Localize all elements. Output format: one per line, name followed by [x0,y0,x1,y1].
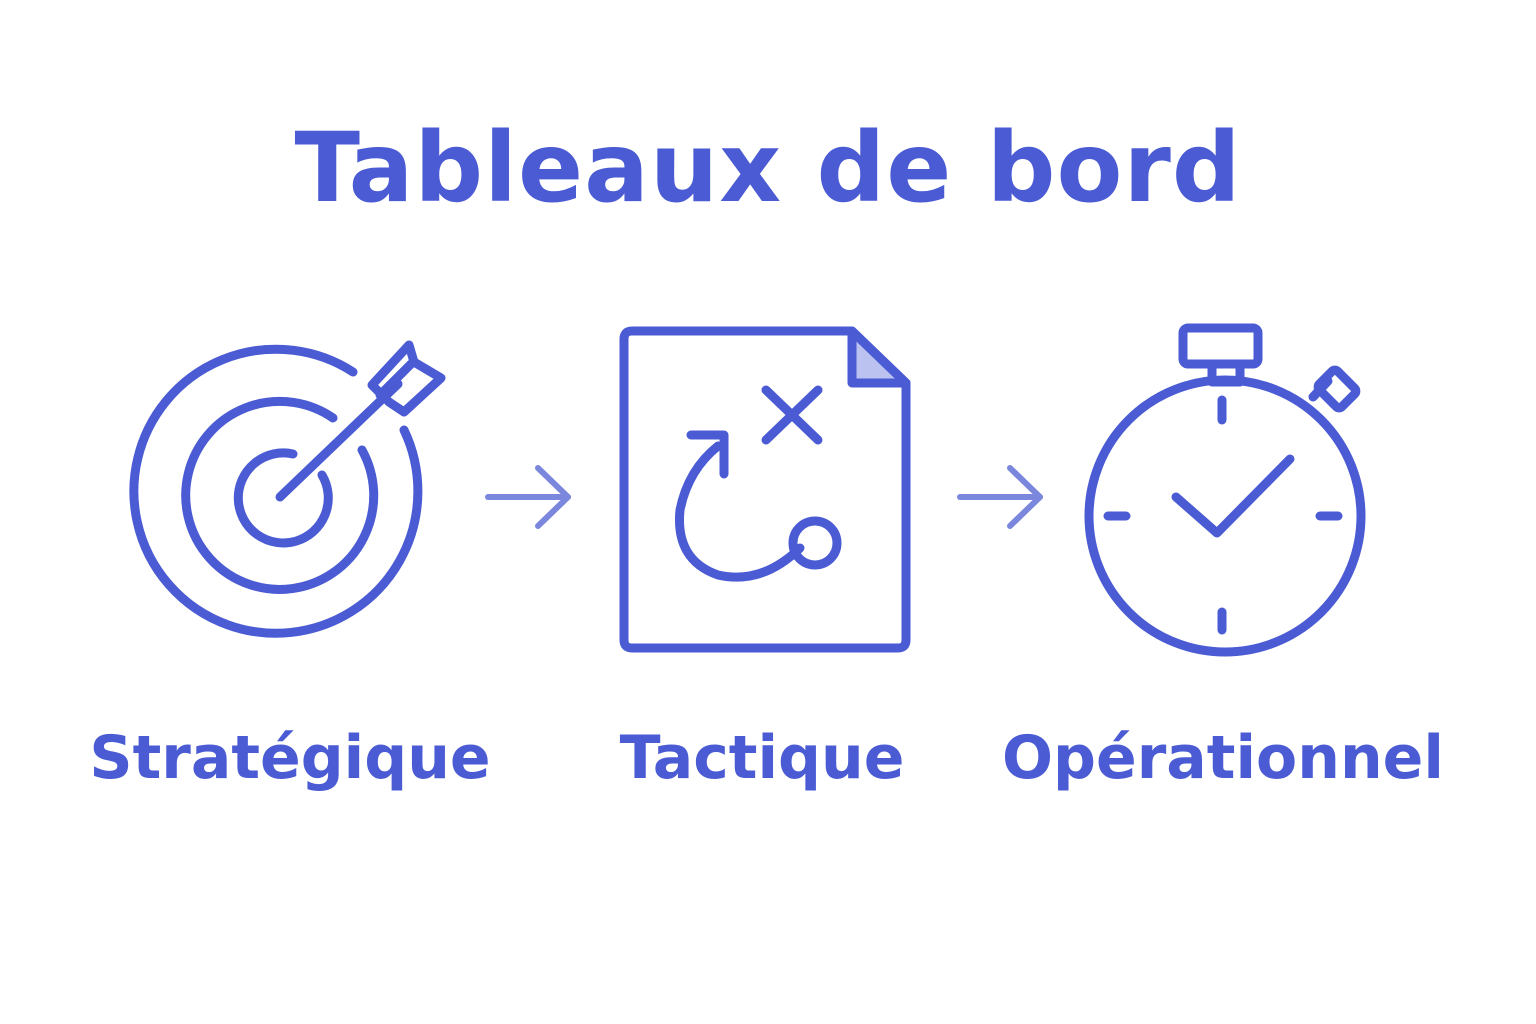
tactic-plan-icon [615,323,915,658]
diagram-title: Tableaux de bord [294,112,1242,224]
arrow-right-icon [952,462,1052,532]
arrow-right-icon [480,462,580,532]
target-arrow-icon [129,335,450,655]
stopwatch-check-icon [1080,320,1380,665]
step-label-strategic: Stratégique [89,723,491,793]
step-label-operational: Opérationnel [1002,723,1444,793]
step-label-tactical: Tactique [619,723,905,793]
